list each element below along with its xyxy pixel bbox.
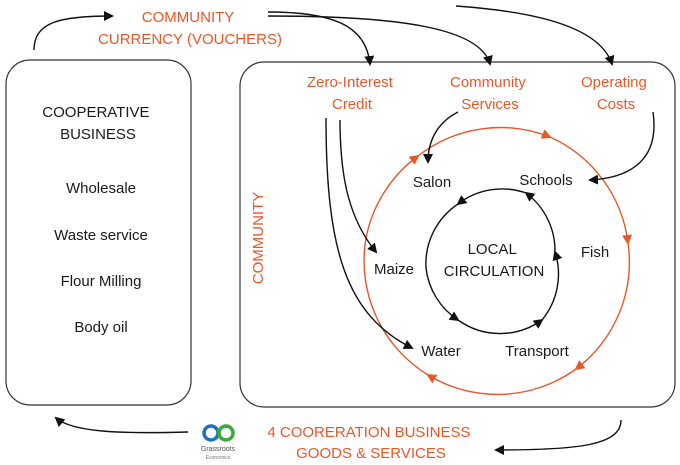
arrow-credit-to-water bbox=[325, 117, 414, 349]
coop-item-wholesale: Wholesale bbox=[66, 180, 136, 197]
arrow-currency-to-operating bbox=[455, 5, 615, 66]
svg-text:Grassroots: Grassroots bbox=[201, 446, 236, 453]
arrow-currency-to-credit bbox=[267, 11, 375, 66]
local-circulation-label: LOCAL CIRCULATION bbox=[444, 241, 545, 280]
arrow-goods-to-coop bbox=[54, 416, 189, 434]
source-community-services: Community Services bbox=[450, 74, 530, 113]
node-salon: Salon bbox=[413, 174, 451, 191]
node-maize: Maize bbox=[374, 261, 414, 278]
arrow-currency-to-services bbox=[267, 15, 493, 66]
arrow-coop-to-currency bbox=[33, 11, 114, 51]
node-water: Water bbox=[421, 343, 460, 360]
arrow-operating-to-schools bbox=[588, 111, 655, 185]
node-transport: Transport bbox=[505, 343, 569, 360]
node-fish: Fish bbox=[581, 244, 609, 261]
source-operating-costs: Operating Costs bbox=[581, 74, 651, 113]
arrow-credit-to-maize bbox=[339, 119, 378, 254]
coop-item-flour-milling: Flour Milling bbox=[61, 273, 142, 290]
cooperative-title: COOPERATIVE BUSINESS bbox=[42, 104, 153, 143]
outer-circulation-ring bbox=[363, 126, 632, 396]
coop-item-body-oil: Body oil bbox=[74, 319, 127, 336]
inner-circulation-ring bbox=[425, 188, 563, 335]
grassroots-economics-logo: Grassroots Economics bbox=[201, 424, 236, 461]
community-box bbox=[239, 61, 676, 408]
cooperative-business-box bbox=[5, 59, 192, 406]
arrow-community-to-goods bbox=[494, 419, 622, 455]
goods-services-label: 4 COORERATION BUSINESS GOODS & SERVICES bbox=[267, 424, 474, 462]
svg-text:Economics: Economics bbox=[206, 455, 231, 461]
node-schools: Schools bbox=[519, 172, 572, 189]
currency-label: COMMUNITY CURRENCY (VOUCHERS) bbox=[98, 9, 282, 48]
arrow-services-to-salon bbox=[423, 111, 459, 164]
coop-item-waste-service: Waste service bbox=[54, 227, 148, 244]
community-label: COMMUNITY bbox=[250, 192, 267, 285]
source-zero-interest-credit: Zero-Interest Credit bbox=[307, 74, 397, 113]
